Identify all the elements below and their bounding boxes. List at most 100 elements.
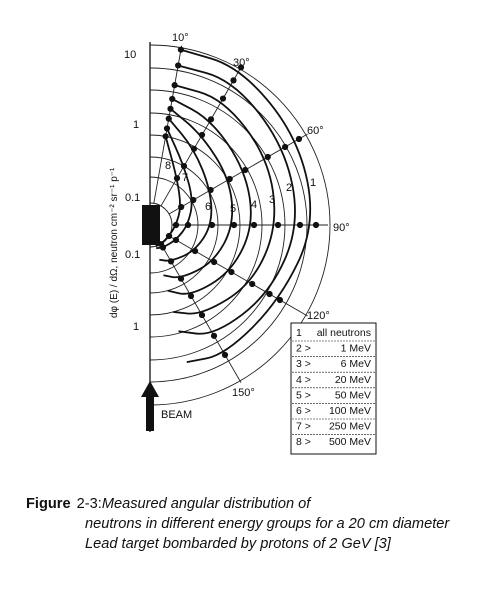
data-point-c6-a30 [190,145,198,152]
data-point-c2-a90 [296,221,304,229]
energy-curves [155,48,312,364]
data-point-c4-a30 [207,116,215,123]
data-point-c5-a60 [226,175,233,183]
legend-num-4: 4 > [296,374,311,386]
data-point-c1-a30 [237,64,245,71]
legend-num-8: 8 > [296,436,311,448]
data-point-c8-a90 [172,221,180,229]
data-point-c4-a90 [250,221,258,229]
data-point-c8-a60 [178,203,185,211]
legend-text-3: 6 MeV [341,358,371,370]
caption-number: 2-3: [76,496,102,512]
curve-label-8: 8 [165,160,171,172]
grid-circle-8 [149,44,331,406]
curve-label-1: 1 [310,177,316,189]
data-points [157,46,320,359]
lead-target [142,205,160,245]
caption-text-line1: Measured angular distribution of [101,496,311,512]
data-point-c5-a120 [210,258,218,266]
curve-label-7: 7 [182,172,188,184]
legend-num-5: 5 > [296,389,311,401]
angle-120: 120° [307,310,330,322]
data-point-c7-a30 [180,163,188,170]
tick-1-lower: 1 [133,321,139,333]
data-point-c1-a10 [177,46,185,53]
legend-num-2: 2 > [296,343,311,355]
data-point-c8-a120 [165,232,173,240]
grid-ray-120 [168,235,308,317]
curve-3 [173,84,276,315]
data-point-c6-a60 [207,186,214,194]
caption-text-rest: neutrons in different energy groups for … [85,516,450,552]
data-point-c5-a30 [198,131,206,139]
curve-7 [156,128,193,250]
tick-0.1-lower: 0.1 [125,249,140,261]
data-point-c5-a10 [167,105,174,112]
data-point-c3-a120 [249,280,256,288]
data-point-c3-a60 [264,153,271,161]
beam-arrow-icon [141,381,159,431]
data-point-c7-a120 [172,236,180,244]
caption-label: Figure [26,496,71,512]
curve-label-6: 6 [205,201,211,213]
data-point-c1-a120 [276,296,284,304]
data-point-c6-a10 [165,115,172,122]
tick-0.1-upper: 0.1 [125,192,140,204]
data-point-c6-a150 [167,258,175,265]
legend-text-4: 20 MeV [335,374,371,386]
data-point-c2-a30 [230,77,237,84]
legend-text-5: 50 MeV [335,389,371,401]
curve-2 [177,64,296,335]
angle-30: 30° [233,57,250,69]
y-axis-label: dφ (E) / dΩ, neutron cm⁻² sr⁻¹ p⁻¹ [109,167,120,318]
angle-10: 10° [172,32,189,44]
legend-text-1: all neutrons [317,327,371,339]
data-point-c4-a120 [228,268,235,276]
curve-8 [155,136,181,248]
data-point-c3-a90 [274,221,282,229]
data-point-c5-a150 [177,275,185,282]
curve-1 [180,48,312,364]
angular-distribution-figure: 10 1 0.1 0.1 1 dφ (E) / dΩ, neutron cm⁻²… [109,32,377,455]
data-point-c1-a90 [312,221,320,229]
curve-5 [163,108,234,279]
data-point-c2-a150 [210,332,218,339]
data-point-c4-a150 [187,292,195,300]
legend-num-7: 7 > [296,421,311,433]
angle-90: 90° [333,222,350,234]
legend-num-1: 1 [296,327,302,339]
grid-ray-10 [153,45,183,204]
figure-caption: Figure 2-3:Measured angular distribution… [26,494,466,554]
data-point-c8-a30 [173,175,181,182]
data-point-c1-a60 [295,135,303,143]
data-point-c7-a10 [163,125,171,132]
legend-text-8: 500 MeV [329,436,371,448]
data-point-c3-a30 [219,95,227,102]
legend-text-6: 100 MeV [329,405,371,417]
data-point-c5-a90 [230,221,238,229]
curve-label-4: 4 [251,199,257,211]
data-point-c4-a60 [242,166,249,174]
data-point-c4-a10 [169,95,176,103]
data-point-c2-a120 [266,290,273,298]
angle-60: 60° [307,125,324,137]
legend-text-2: 1 MeV [341,343,371,355]
tick-1-upper: 1 [133,119,139,131]
data-point-c2-a60 [281,143,289,151]
data-point-c6-a120 [191,247,199,255]
tick-10: 10 [124,49,136,61]
beam-label: BEAM [161,409,192,421]
curve-label-2: 2 [286,182,292,194]
curve-label-3: 3 [269,194,275,206]
data-point-c8-a10 [162,133,169,140]
data-point-c1-a150 [221,351,229,359]
angle-150: 150° [232,387,255,399]
curve-label-5: 5 [230,203,236,215]
data-point-c3-a10 [171,82,178,89]
curve-4 [167,98,252,295]
data-point-c7-a90 [184,221,192,229]
curve-6 [159,118,213,262]
legend-text-7: 250 MeV [329,421,371,433]
data-point-c3-a150 [198,311,206,319]
